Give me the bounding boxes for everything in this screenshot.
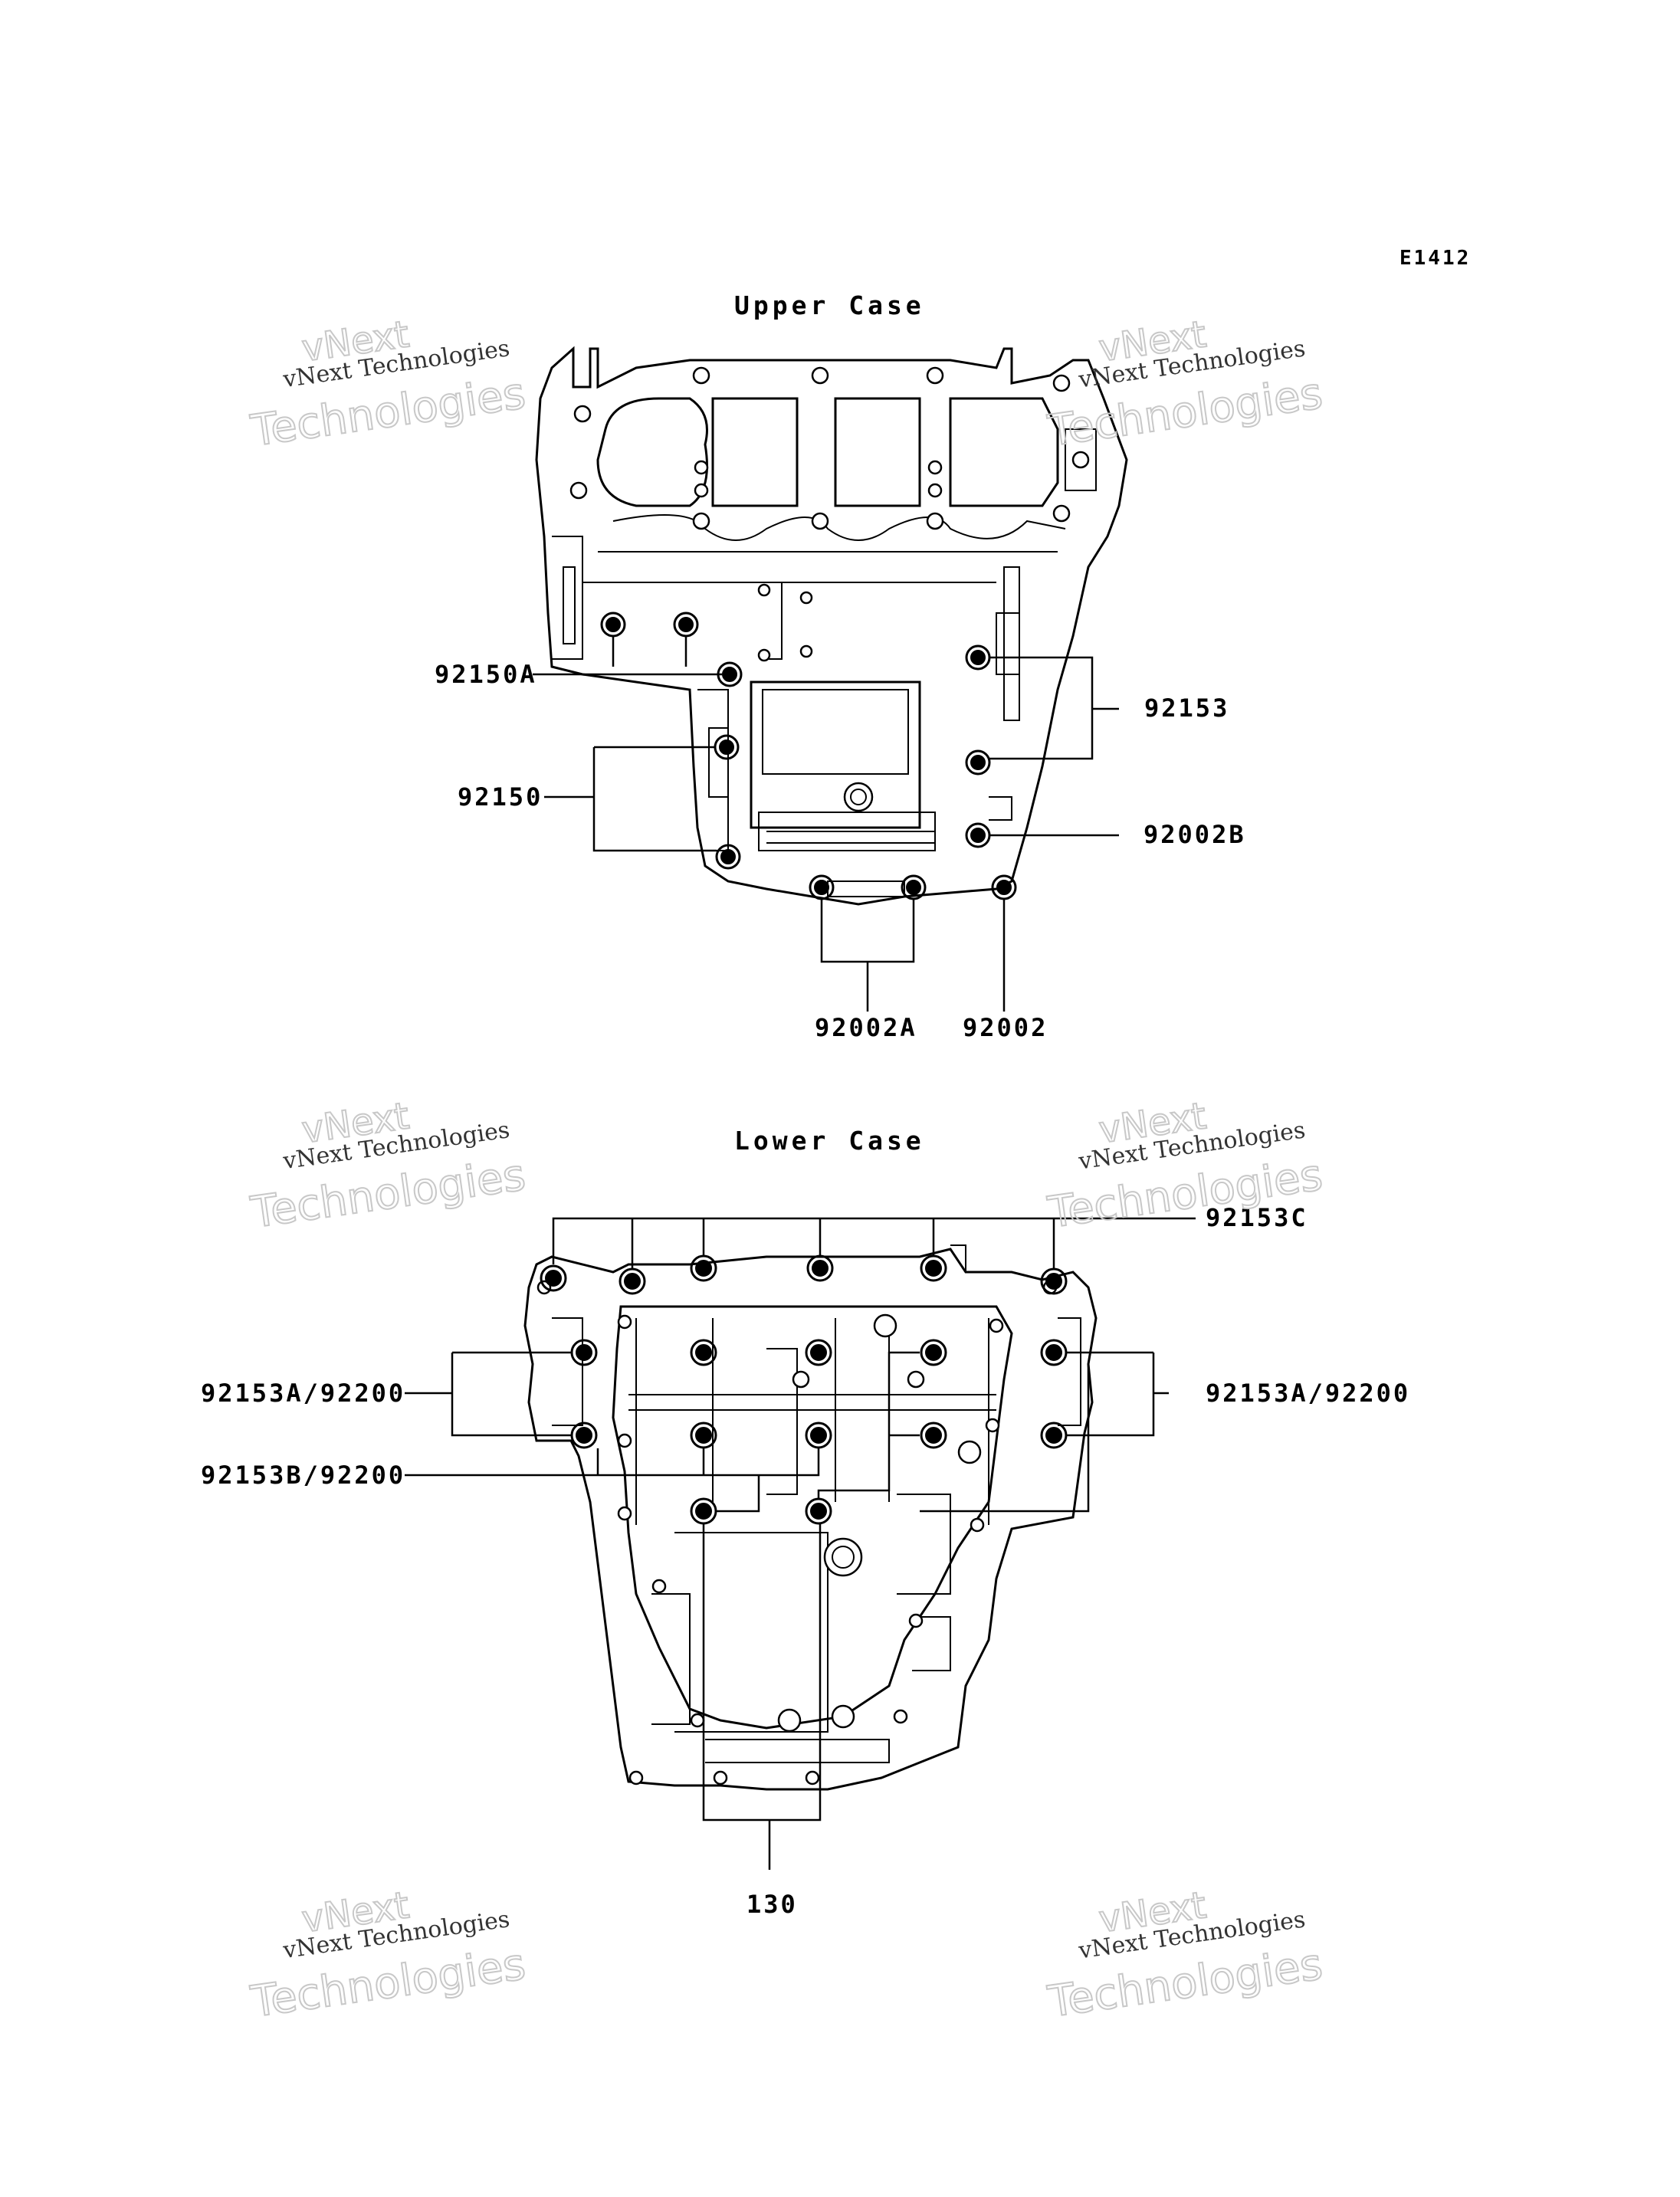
label-92002B: 92002B: [1144, 820, 1246, 849]
label-92150A: 92150A: [435, 660, 537, 689]
watermark-lower-right: vNext vNext Technologies Technologies: [1044, 1883, 1326, 2028]
label-130: 130: [746, 1890, 798, 1919]
label-92153A-right: 92153A/92200: [1206, 1379, 1410, 1408]
lower-leader-lines: [405, 1217, 1196, 1870]
lower-case-drawing: [523, 1244, 1098, 1791]
watermark-upper-left: vNext vNext Technologies Technologies: [247, 312, 529, 457]
watermark-lower-left: vNext vNext Technologies Technologies: [247, 1883, 529, 2028]
diagram-code: E1412: [1399, 247, 1471, 270]
lower-case-title: Lower Case: [734, 1126, 925, 1156]
upper-case-section: Upper Case: [435, 290, 1246, 1042]
upper-leader-lines: [533, 636, 1119, 1012]
lower-case-section: Lower Case: [201, 1126, 1410, 1919]
bolt-markers-lower: [540, 1254, 1068, 1525]
label-92153: 92153: [1144, 694, 1229, 723]
label-92153A-left: 92153A/92200: [201, 1379, 405, 1408]
label-92153B: 92153B/92200: [201, 1461, 405, 1490]
label-92002A: 92002A: [815, 1013, 917, 1042]
label-92150: 92150: [458, 782, 543, 812]
watermark-middle-left: vNext vNext Technologies Technologies: [247, 1094, 529, 1238]
bolt-markers-upper: [600, 612, 1017, 900]
upper-case-drawing: [535, 346, 1128, 906]
watermark-upper-right: vNext vNext Technologies Technologies: [1044, 312, 1326, 457]
label-92153C: 92153C: [1206, 1203, 1308, 1232]
upper-case-title: Upper Case: [734, 290, 925, 320]
label-92002: 92002: [963, 1013, 1048, 1042]
